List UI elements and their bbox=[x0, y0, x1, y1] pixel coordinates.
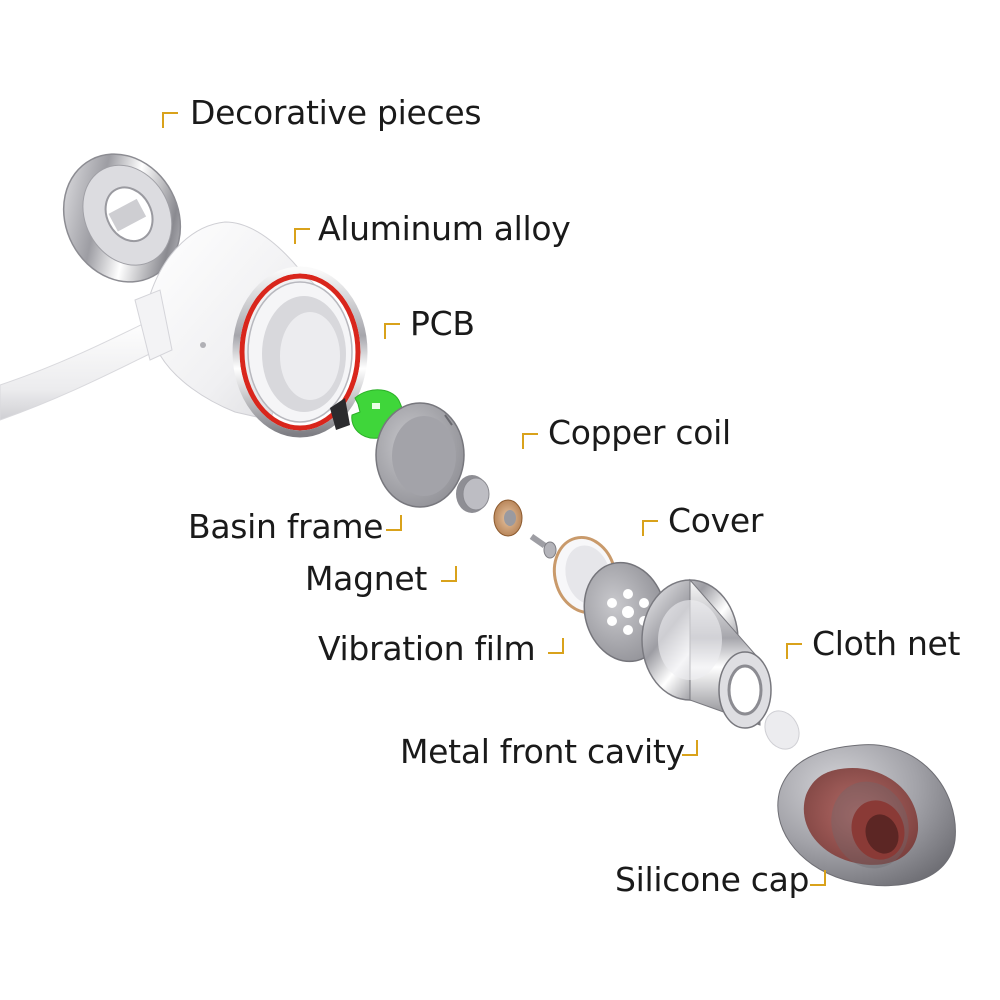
pcb-bracket bbox=[384, 323, 400, 339]
label-aluminum-alloy: Aluminum alloy bbox=[318, 209, 571, 248]
aluminum-alloy-bracket bbox=[294, 228, 310, 244]
metal-front-cavity bbox=[641, 578, 772, 729]
label-cover: Cover bbox=[668, 501, 764, 540]
magnet-bracket bbox=[441, 566, 457, 582]
label-metal-front-cavity: Metal front cavity bbox=[400, 732, 685, 771]
vibration-film-bracket bbox=[548, 638, 564, 654]
copper-coil bbox=[493, 499, 523, 537]
metal-front-cavity-bracket bbox=[682, 740, 698, 756]
copper-coil-bracket bbox=[522, 433, 538, 449]
decorative-pieces-bracket bbox=[162, 112, 178, 128]
label-pcb: PCB bbox=[410, 304, 475, 343]
decorative-piece bbox=[62, 153, 182, 283]
cloth-net-bracket bbox=[786, 643, 802, 659]
label-copper-coil: Copper coil bbox=[548, 413, 731, 452]
label-basin-frame: Basin frame bbox=[188, 507, 384, 546]
label-cloth-net: Cloth net bbox=[812, 624, 961, 663]
label-magnet: Magnet bbox=[305, 559, 427, 598]
label-decorative-pieces: Decorative pieces bbox=[190, 93, 482, 132]
basin-frame-bracket bbox=[386, 515, 402, 531]
silicone-cap-bracket bbox=[810, 870, 826, 886]
aluminum-alloy-housing bbox=[134, 221, 368, 438]
basin-frame bbox=[375, 402, 465, 508]
cover-bracket bbox=[642, 520, 658, 536]
label-silicone-cap: Silicone cap bbox=[615, 860, 810, 899]
silicone-cap bbox=[777, 744, 956, 887]
label-vibration-film: Vibration film bbox=[318, 629, 536, 668]
cloth-net bbox=[764, 710, 800, 750]
pin bbox=[529, 533, 557, 559]
magnet bbox=[456, 475, 490, 513]
cable bbox=[0, 317, 169, 421]
